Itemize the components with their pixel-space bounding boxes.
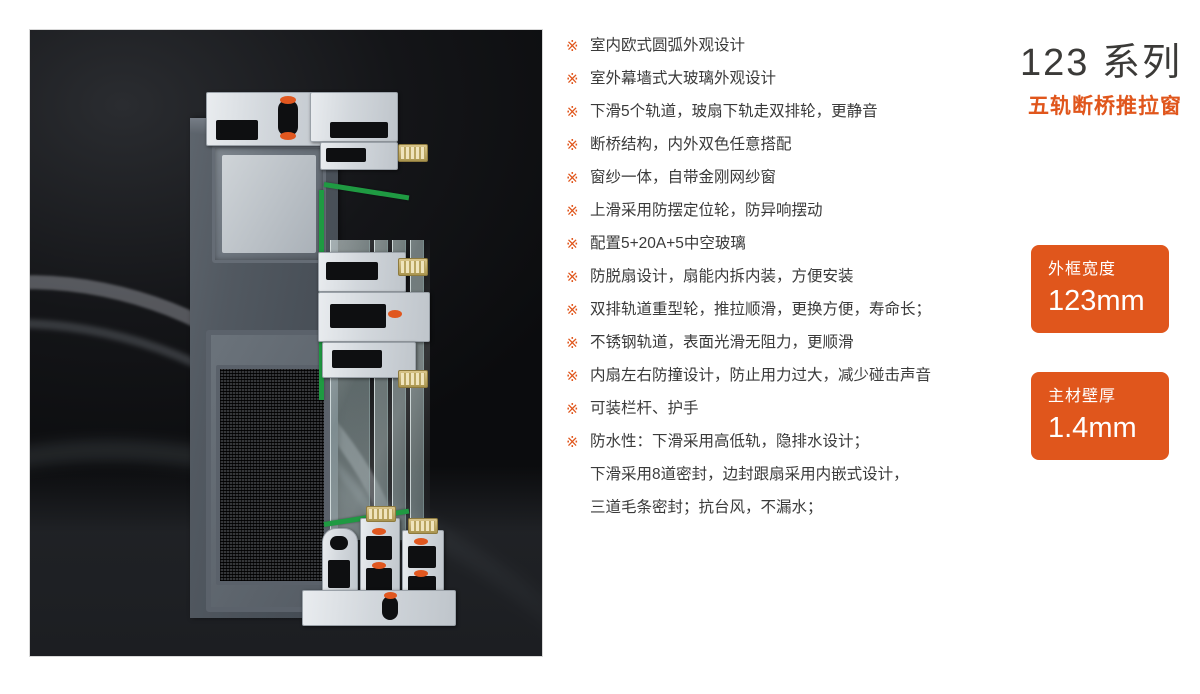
spec-badge-frame-width: 外框宽度 123mm xyxy=(1031,245,1169,333)
mid-rail-cavity xyxy=(326,262,378,280)
sill-post3-gasket-1 xyxy=(414,538,428,545)
badge-label: 主材壁厚 xyxy=(1048,388,1117,405)
badge-label: 外框宽度 xyxy=(1048,261,1117,278)
bullet-icon: ※ xyxy=(566,170,579,187)
feature-text: 室外幕墙式大玻璃外观设计 xyxy=(590,70,777,87)
feature-item: ※ 窗纱一体，自带金刚网纱窗 xyxy=(566,168,996,201)
feature-text-continuation: 下滑采用8道密封，边封跟扇采用内嵌式设计， xyxy=(590,466,909,483)
feature-item: ※ 室内欧式圆弧外观设计 xyxy=(566,36,996,69)
feature-text: 断桥结构，内外双色任意搭配 xyxy=(590,136,792,153)
feature-item: ※ 不锈钢轨道，表面光滑无阻力，更顺滑 xyxy=(566,333,996,366)
sill-base-cavity xyxy=(382,596,398,620)
mid-sash-gasket xyxy=(388,310,402,318)
sill-post2-gasket-2 xyxy=(372,562,386,569)
feature-item: ※ 室外幕墙式大玻璃外观设计 xyxy=(566,69,996,102)
sill-base-gasket xyxy=(384,592,397,599)
product-title: 123 系列 xyxy=(1020,42,1182,84)
head-cavity-1 xyxy=(216,120,258,140)
feature-text: 不锈钢轨道，表面光滑无阻力，更顺滑 xyxy=(590,334,854,351)
upper-glass-pane xyxy=(222,155,316,253)
thermal-break-bar-mid xyxy=(398,258,428,276)
bullet-icon: ※ xyxy=(566,335,579,352)
sill-post2-gasket-1 xyxy=(372,528,386,535)
sill-post3-gasket-2 xyxy=(414,570,428,577)
feature-item: ※ 双排轨道重型轮，推拉顺滑，更换方便，寿命长； xyxy=(566,300,996,333)
bullet-icon: ※ xyxy=(566,71,579,88)
bullet-icon: ※ xyxy=(566,203,579,220)
feature-text: 可装栏杆、护手 xyxy=(590,400,699,417)
feature-text: 下滑5个轨道，玻扇下轨走双排轮，更静音 xyxy=(590,103,878,120)
bullet-icon: ※ xyxy=(566,137,579,154)
sill-post-cavity-2 xyxy=(328,560,350,588)
sill-post-cavity-1 xyxy=(330,536,348,550)
product-subtitle: 五轨断桥推拉窗 xyxy=(1028,94,1182,118)
feature-text: 室内欧式圆弧外观设计 xyxy=(590,37,746,54)
badge-value: 123mm xyxy=(1048,285,1145,317)
feature-item: ※ 断桥结构，内外双色任意搭配 xyxy=(566,135,996,168)
feature-text: 防水性：下滑采用高低轨，隐排水设计； xyxy=(590,433,870,450)
sill-post2-cavity-2 xyxy=(366,568,392,592)
bullet-icon: ※ xyxy=(566,38,579,55)
feature-text: 双排轨道重型轮，推拉顺滑，更换方便，寿命长； xyxy=(590,301,932,318)
bullet-icon: ※ xyxy=(566,368,579,385)
feature-text: 窗纱一体，自带金刚网纱窗 xyxy=(590,169,777,186)
thermal-break-bar-sill-1 xyxy=(366,506,396,522)
bullet-icon: ※ xyxy=(566,434,579,451)
bullet-icon: ※ xyxy=(566,401,579,418)
thermal-break-bar-sill-2 xyxy=(408,518,438,534)
feature-text: 内扇左右防撞设计，防止用力过大，减少碰击声音 xyxy=(590,367,932,384)
head-track-cavity xyxy=(326,148,366,162)
head-inner-cavity xyxy=(330,122,388,138)
product-photo xyxy=(29,29,543,657)
thermal-break-bar-top xyxy=(398,144,428,162)
title-block: 123 系列 五轨断桥推拉窗 xyxy=(1020,42,1182,120)
thermal-break-bar-lower xyxy=(398,370,428,388)
feature-item: ※ 防脱扇设计，扇能内拆内装，方便安装 xyxy=(566,267,996,300)
feature-item: ※ 防水性：下滑采用高低轨，隐排水设计； 下滑采用8道密封，边封跟扇采用内嵌式设计，… xyxy=(566,432,996,531)
badge-value: 1.4mm xyxy=(1048,412,1137,444)
mid-lower-cavity xyxy=(332,350,382,368)
head-gasket-top xyxy=(280,96,296,104)
feature-list: ※ 室内欧式圆弧外观设计 ※ 室外幕墙式大玻璃外观设计 ※ 下滑5个轨道，玻扇下轨走双排轮… xyxy=(566,36,996,531)
head-gasket-bottom xyxy=(280,132,296,140)
mid-sash-cavity xyxy=(330,304,386,328)
sill-base-profile xyxy=(302,590,456,626)
upper-glass-panel xyxy=(212,145,326,263)
bullet-icon: ※ xyxy=(566,104,579,121)
feature-text: 防脱扇设计，扇能内拆内装，方便安装 xyxy=(590,268,854,285)
bullet-icon: ※ xyxy=(566,302,579,319)
feature-item: ※ 下滑5个轨道，玻扇下轨走双排轮，更静音 xyxy=(566,102,996,135)
feature-item: ※ 配置5+20A+5中空玻璃 xyxy=(566,234,996,267)
feature-text: 上滑采用防摆定位轮，防异响摆动 xyxy=(590,202,823,219)
head-cavity-2 xyxy=(278,100,298,136)
insect-screen-mesh xyxy=(216,365,328,585)
bullet-icon: ※ xyxy=(566,236,579,253)
sill-post2-cavity-1 xyxy=(366,536,392,560)
feature-item: ※ 上滑采用防摆定位轮，防异响摆动 xyxy=(566,201,996,234)
sill-post3-cavity-1 xyxy=(408,546,436,568)
feature-item: ※ 内扇左右防撞设计，防止用力过大，减少碰击声音 xyxy=(566,366,996,399)
feature-item: ※ 可装栏杆、护手 xyxy=(566,399,996,432)
spec-badge-wall-thickness: 主材壁厚 1.4mm xyxy=(1031,372,1169,460)
feature-text: 配置5+20A+5中空玻璃 xyxy=(590,235,746,252)
feature-text-continuation: 三道毛条密封；抗台风，不漏水； xyxy=(590,499,823,516)
bullet-icon: ※ xyxy=(566,269,579,286)
